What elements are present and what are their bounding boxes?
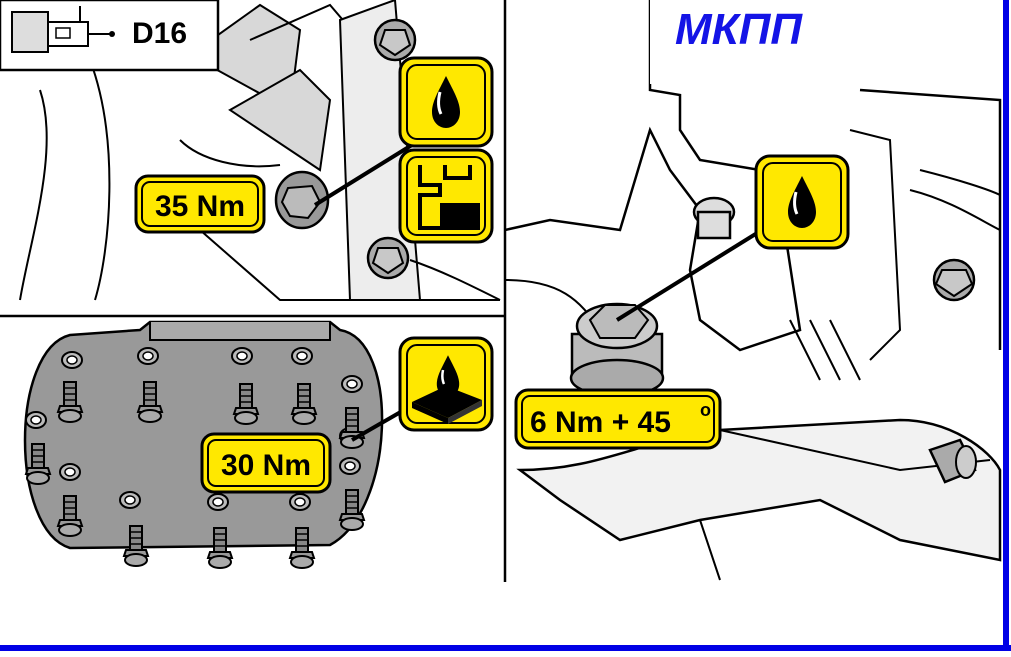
fill-oil-badge	[754, 154, 850, 250]
cover-plate-panel: 30 Nm	[23, 320, 494, 569]
fill-plug	[569, 302, 665, 398]
transmission-label: МКПП	[675, 5, 803, 54]
drain-plug-torque-badge: 35 Nm	[134, 174, 266, 234]
sealant-icon	[412, 355, 482, 424]
case-stud-right	[928, 438, 977, 484]
flange-bolt-top	[373, 18, 417, 62]
drain-plug-torque-text: 35 Nm	[155, 190, 245, 223]
drain-oil-badge	[398, 56, 494, 148]
transmission-panel: 6 Nm + 45 o МКПП	[504, 0, 1002, 581]
case-bolt-right	[932, 258, 976, 302]
transmission-label-bg	[650, 0, 980, 84]
fill-plug-torque-badge: 6 Nm + 45 o	[514, 388, 722, 450]
drain-plug-icon	[418, 165, 480, 230]
flange-bolt-bottom	[366, 236, 410, 280]
engine-code-badge: D16	[0, 0, 220, 72]
engine-code-text: D16	[132, 17, 187, 50]
drain-plug-leader-line	[313, 138, 422, 207]
fill-plug-leader-line	[615, 223, 772, 322]
fill-plug-torque-text: 6 Nm + 45	[530, 406, 671, 439]
cover-torque-text: 30 Nm	[221, 449, 311, 482]
engine-icon	[11, 6, 115, 53]
breather-cap	[692, 196, 736, 240]
drain-plug	[274, 170, 330, 230]
drain-plug-symbol-badge	[398, 148, 494, 244]
cover-torque-badge: 30 Nm	[200, 432, 332, 494]
transmission-case	[516, 418, 1002, 562]
fill-plug-angle-degree: o	[700, 400, 711, 420]
cover-sealant-badge	[398, 336, 494, 432]
